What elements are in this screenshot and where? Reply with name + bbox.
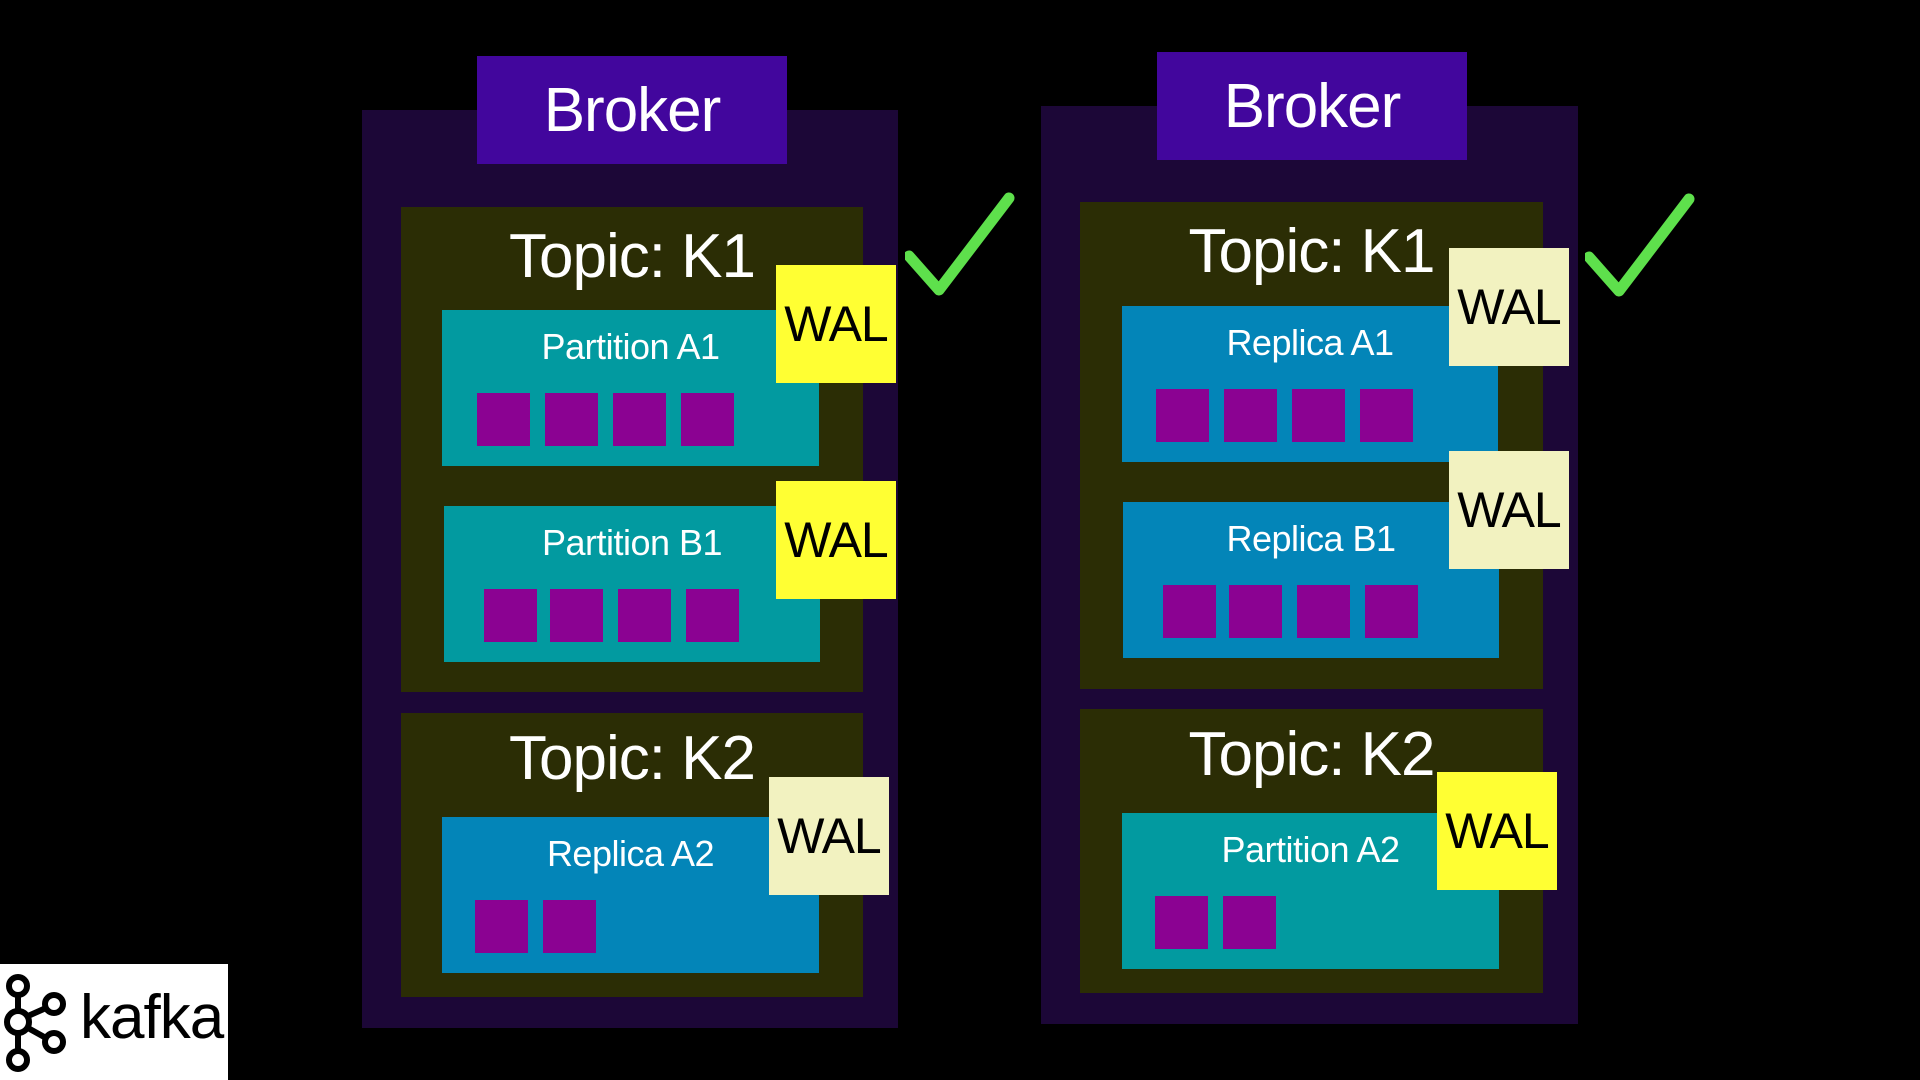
broker-2-label: Broker (1157, 52, 1467, 160)
broker-2-replica-a1: Replica A1 (1122, 306, 1498, 462)
message-block (543, 900, 596, 953)
broker-1-wal-b1: WAL (776, 481, 896, 599)
kafka-logo: kafka (0, 964, 228, 1080)
broker-1-partition-b1: Partition B1 (444, 506, 820, 662)
broker-2-wal-b1: WAL (1449, 451, 1569, 569)
message-block (618, 589, 671, 642)
message-block (1224, 389, 1277, 442)
partition-label: Partition B1 (541, 522, 723, 563)
message-block (681, 393, 734, 446)
message-block (475, 900, 528, 953)
message-block (550, 589, 603, 642)
message-block (1223, 896, 1276, 949)
replica-label: Replica B1 (1226, 518, 1396, 559)
check-icon (1585, 193, 1695, 297)
message-block (484, 589, 537, 642)
broker-1-label: Broker (477, 56, 787, 164)
topic-title: Topic: K1 (508, 222, 756, 291)
kafka-logo-icon (4, 974, 66, 1072)
topic-title: Topic: K2 (508, 724, 756, 793)
topic-title: Topic: K1 (1188, 217, 1435, 286)
message-block (1155, 896, 1208, 949)
message-block (1156, 389, 1209, 442)
message-block (613, 393, 666, 446)
message-block (477, 393, 530, 446)
check-icon (905, 192, 1015, 296)
message-block (545, 393, 598, 446)
broker-1-wal-a1: WAL (776, 265, 896, 383)
message-block (1297, 585, 1350, 638)
message-block (1163, 585, 1216, 638)
broker-1-wal-a2: WAL (769, 777, 889, 895)
message-block (1229, 585, 1282, 638)
broker-2-replica-b1: Replica B1 (1123, 502, 1499, 658)
broker-1-replica-a2: Replica A2 (442, 817, 819, 973)
topic-title: Topic: K2 (1188, 720, 1435, 789)
broker-2-wal-a2: WAL (1437, 772, 1557, 890)
kafka-logo-text: kafka (80, 983, 224, 1052)
message-block (1365, 585, 1418, 638)
replica-label: Replica A1 (1226, 322, 1394, 363)
partition-label: Partition A1 (541, 326, 720, 367)
broker-2-wal-a1: WAL (1449, 248, 1569, 366)
message-block (686, 589, 739, 642)
partition-label: Partition A2 (1221, 829, 1400, 870)
replica-label: Replica A2 (546, 833, 715, 874)
broker-1-partition-a1: Partition A1 (442, 310, 819, 466)
message-block (1360, 389, 1413, 442)
message-block (1292, 389, 1345, 442)
broker-2-partition-a2: Partition A2 (1122, 813, 1499, 969)
